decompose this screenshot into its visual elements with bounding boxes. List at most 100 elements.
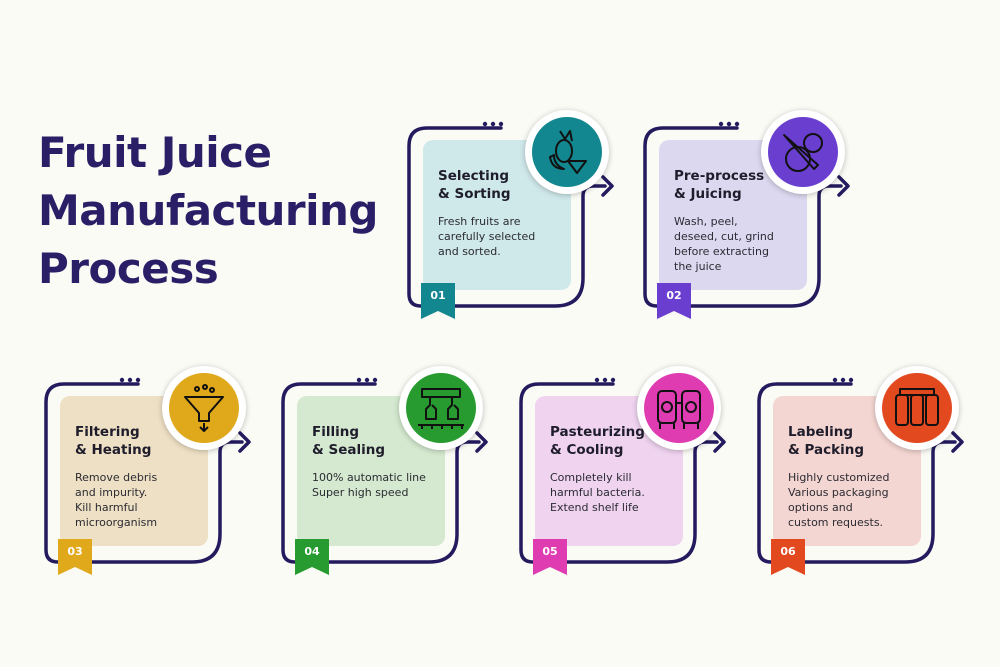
step-description: Remove debris and impurity. Kill harmful… [75,470,200,530]
dot-icon [610,377,616,383]
step-number: 06 [780,545,796,558]
ribbon-shape [657,283,691,319]
step-number-badge: 03 [58,539,92,575]
step-description-line: before extracting [674,245,769,258]
step-number-badge: 05 [533,539,567,575]
cans-icon [875,366,959,450]
dot-icon [372,377,378,383]
step-card-preprocess: Pre-process & Juicing Wash, peel, deseed… [641,110,861,319]
step-label-line: & Sorting [438,186,511,202]
arrow-right-icon [713,431,726,453]
step-label-line: & Cooling [550,442,624,458]
dot-icon [848,377,854,383]
connector-line [281,382,481,564]
arrow-right-icon [951,431,964,453]
step-number: 04 [304,545,320,558]
step-description-line: custom requests. [788,516,884,529]
ribbon-shape [58,539,92,575]
step-card-labeling: Labeling & Packing Highly customized Var… [755,366,975,575]
tanks-icon [637,366,721,450]
step-description: Wash, peel, deseed, cut, grind before ex… [674,214,799,274]
step-card-pasteurizing: Pasteurizing & Cooling Completely kill h… [517,366,737,575]
connector-line [643,126,843,308]
dot-icon [364,377,370,383]
dot-icon [356,377,362,383]
ribbon-shape [295,539,329,575]
connector-line [44,382,244,564]
step-label: Selecting & Sorting [438,167,558,203]
dot-icon [135,377,141,383]
step-label-line: & Packing [788,442,864,458]
ribbon-shape [533,539,567,575]
dot-icon [498,121,504,127]
funnel-icon [162,366,246,450]
step-label-line: Selecting [438,168,510,184]
connector-line [757,382,957,564]
connector-line [407,126,607,308]
step-label-line: Labeling [788,424,854,440]
step-description-line: and sorted. [438,245,501,258]
step-label-line: & Sealing [312,442,385,458]
fruits-icon [525,110,609,194]
dot-icon [119,377,125,383]
step-description-line: Kill harmful [75,501,138,514]
step-card-filtering: Filtering & Heating Remove debris and im… [42,366,262,575]
dot-icon [482,121,488,127]
title-line-3: Process [38,244,219,293]
dot-icon [602,377,608,383]
dot-icon [718,121,724,127]
step-number-badge: 02 [657,283,691,319]
step-number-badge: 04 [295,539,329,575]
step-frame [757,377,964,564]
step-label-line: Filtering [75,424,140,440]
dot-icon [594,377,600,383]
title-line-2: Manufacturing [38,186,379,235]
knife-fruit-icon [761,110,845,194]
ribbon-shape [771,539,805,575]
step-description-line: Highly customized [788,471,890,484]
dot-icon [734,121,740,127]
step-number: 03 [67,545,83,558]
step-description-line: Wash, peel, [674,215,738,228]
step-description: 100% automatic line Super high speed [312,470,437,500]
step-description-line: deseed, cut, grind [674,230,774,243]
dot-icon [832,377,838,383]
step-number: 02 [666,289,682,302]
step-label-line: & Juicing [674,186,742,202]
connector-line [519,382,719,564]
step-description: Highly customized Various packaging opti… [788,470,913,530]
step-number: 05 [542,545,558,558]
ribbon-shape [421,283,455,319]
filling-machine-icon [399,366,483,450]
step-description-line: Remove debris [75,471,158,484]
step-description-line: harmful bacteria. [550,486,645,499]
step-label: Filtering & Heating [75,423,195,459]
step-description: Fresh fruits are carefully selected and … [438,214,563,259]
step-number: 01 [430,289,446,302]
step-description-line: carefully selected [438,230,536,243]
step-label-line: Pre-process [674,168,765,184]
step-description-line: 100% automatic line [312,471,426,484]
dot-icon [127,377,133,383]
step-number-badge: 06 [771,539,805,575]
arrow-right-icon [475,431,488,453]
step-label-line: & Heating [75,442,152,458]
step-description-line: Extend shelf life [550,501,639,514]
step-number-badge: 01 [421,283,455,319]
title-line-1: Fruit Juice [38,128,272,177]
step-description: Completely kill harmful bacteria. Extend… [550,470,675,515]
step-description-line: options and [788,501,853,514]
dot-icon [726,121,732,127]
step-label: Labeling & Packing [788,423,908,459]
step-frame [407,121,614,308]
step-label: Filling & Sealing [312,423,432,459]
step-description-line: Various packaging [788,486,889,499]
arrow-right-icon [837,175,850,197]
step-frame [44,377,251,564]
step-frame [519,377,726,564]
step-description-line: Completely kill [550,471,632,484]
step-frame [281,377,488,564]
page-title: Fruit Juice Manufacturing Process [38,124,379,298]
step-description-line: and impurity. [75,486,148,499]
dot-icon [840,377,846,383]
